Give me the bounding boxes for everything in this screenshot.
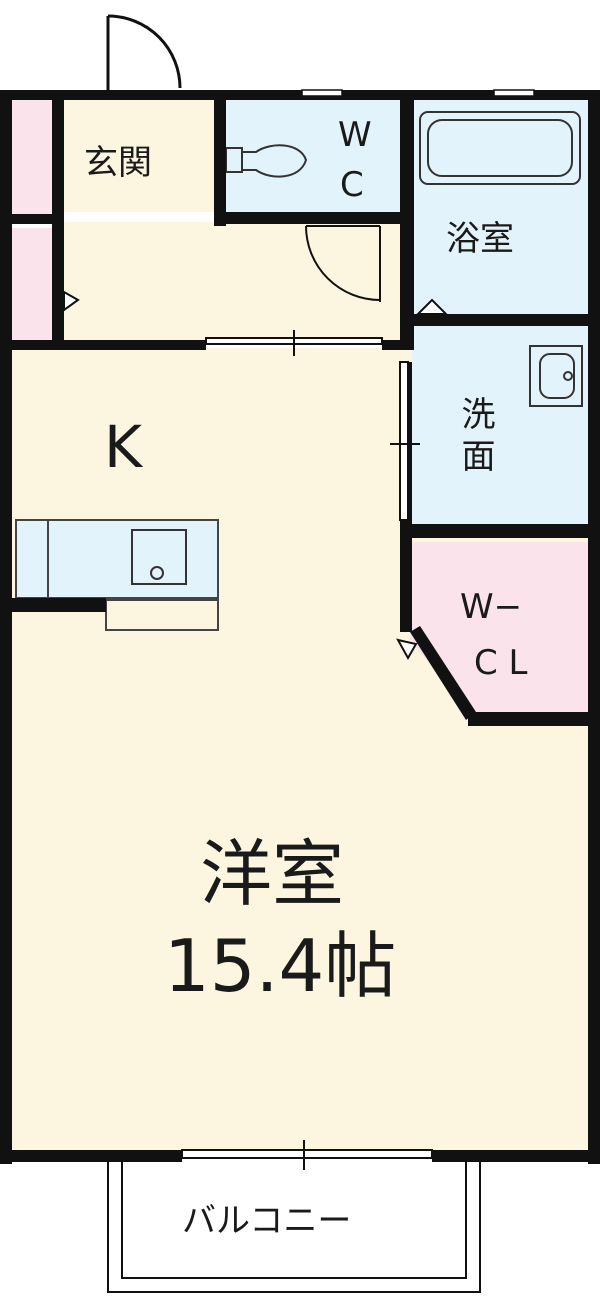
hallway-floor <box>62 222 402 344</box>
sliding-door-hallway <box>205 330 383 356</box>
entry-door <box>106 14 182 94</box>
washroom-label: 洗面 <box>455 396 495 480</box>
genkan-floor <box>62 100 214 212</box>
bathtub <box>419 111 581 185</box>
walls <box>0 90 600 1164</box>
kitchen-counter <box>15 519 219 599</box>
balcony-window <box>181 1140 433 1170</box>
closet-door-marker <box>396 638 418 661</box>
bath-label: 浴室 <box>446 219 514 259</box>
kitchen-label: K <box>104 413 143 481</box>
walk-in-closet-floor <box>410 542 588 712</box>
wc-label-w: W <box>338 115 372 155</box>
kitchen-counter-base <box>105 599 219 631</box>
closet-label-line1: W− <box>460 587 523 627</box>
storage-left-lower <box>12 228 52 340</box>
western-room-label: 洋室 <box>200 832 345 916</box>
wc-label-c: C <box>340 165 364 205</box>
sliding-door-washroom <box>390 361 420 521</box>
kitchen-sink <box>131 529 187 585</box>
closet-label-line2: C L <box>474 643 528 683</box>
storage-door-marker <box>63 290 80 312</box>
balcony-label: バルコニー <box>182 1201 352 1241</box>
genkan-label: 玄関 <box>84 143 152 183</box>
wc-door <box>305 225 381 302</box>
storage-left-upper <box>12 100 52 214</box>
toilet <box>225 144 308 178</box>
bath-door-marker <box>415 298 449 315</box>
balcony <box>107 1162 481 1293</box>
western-room-size-label: 15.4帖 <box>164 924 397 1008</box>
